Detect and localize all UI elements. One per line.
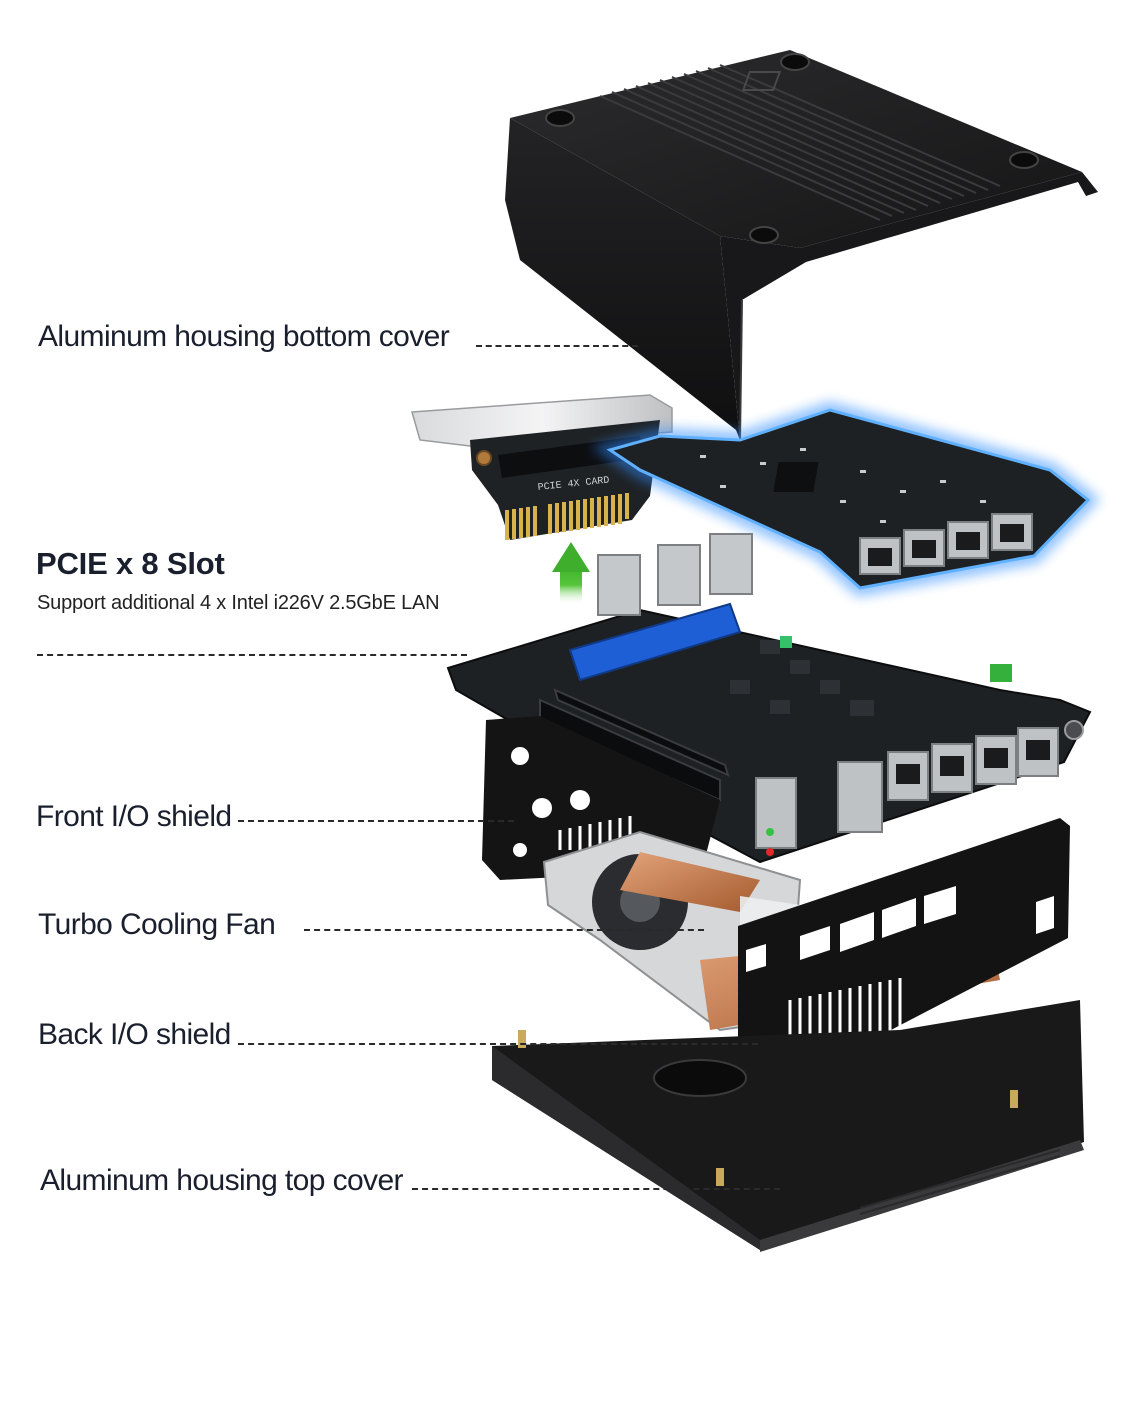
label-fan: Turbo Cooling Fan — [38, 908, 276, 941]
bottom-cover-housing — [505, 50, 1098, 441]
label-bottom-cover: Aluminum housing bottom cover — [38, 320, 450, 353]
leader-fan — [304, 929, 704, 931]
label-front-io: Front I/O shield — [36, 800, 232, 833]
label-top-cover: Aluminum housing top cover — [40, 1164, 404, 1197]
label-pcie-title: PCIE x 8 Slot — [36, 546, 225, 581]
top-cover-housing — [492, 1000, 1084, 1252]
back-io-shield — [738, 818, 1070, 1098]
leader-top-cover — [412, 1188, 780, 1190]
lan-expansion-card — [591, 401, 1100, 597]
label-back-io: Back I/O shield — [38, 1018, 231, 1051]
leader-bottom-cover — [476, 345, 638, 347]
leader-back-io — [238, 1043, 758, 1045]
arrow-up-icon — [552, 542, 590, 605]
motherboard — [446, 533, 1092, 864]
label-pcie-subtitle: Support additional 4 x Intel i226V 2.5Gb… — [37, 592, 440, 614]
leader-pcie — [37, 654, 467, 656]
leader-front-io — [238, 820, 514, 822]
